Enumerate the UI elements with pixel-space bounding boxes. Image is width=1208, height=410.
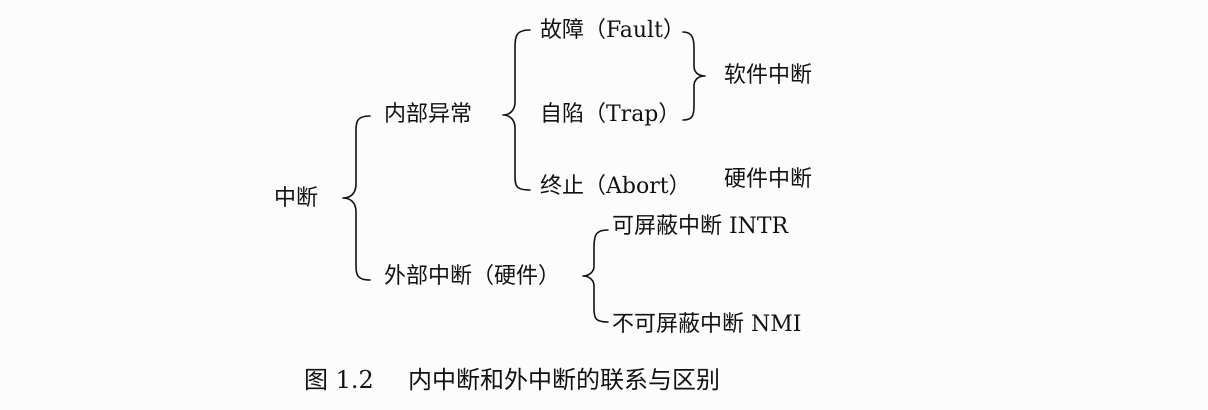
root-label: 中断 <box>274 186 319 211</box>
hardware-interrupt-label: 硬件中断 <box>724 167 813 192</box>
nonmaskable-interrupt-label: 不可屏蔽中断 NMI <box>612 312 802 337</box>
abort-label: 终止（Abort） <box>540 174 691 199</box>
software-brace <box>682 31 706 121</box>
figure-caption: 内中断和外中断的联系与区别 <box>408 366 720 394</box>
root-brace <box>342 115 371 281</box>
internal-brace <box>502 29 531 191</box>
software-interrupt-label: 软件中断 <box>724 63 813 88</box>
external-brace <box>582 229 609 323</box>
trap-label: 自陷（Trap） <box>540 102 681 127</box>
external-interrupt-label: 外部中断（硬件） <box>384 264 561 289</box>
figure-number: 图 1.2 <box>304 366 374 394</box>
maskable-interrupt-label: 可屏蔽中断 INTR <box>612 214 789 239</box>
fault-label: 故障（Fault） <box>540 18 685 43</box>
internal-exception-label: 内部异常 <box>384 102 473 127</box>
